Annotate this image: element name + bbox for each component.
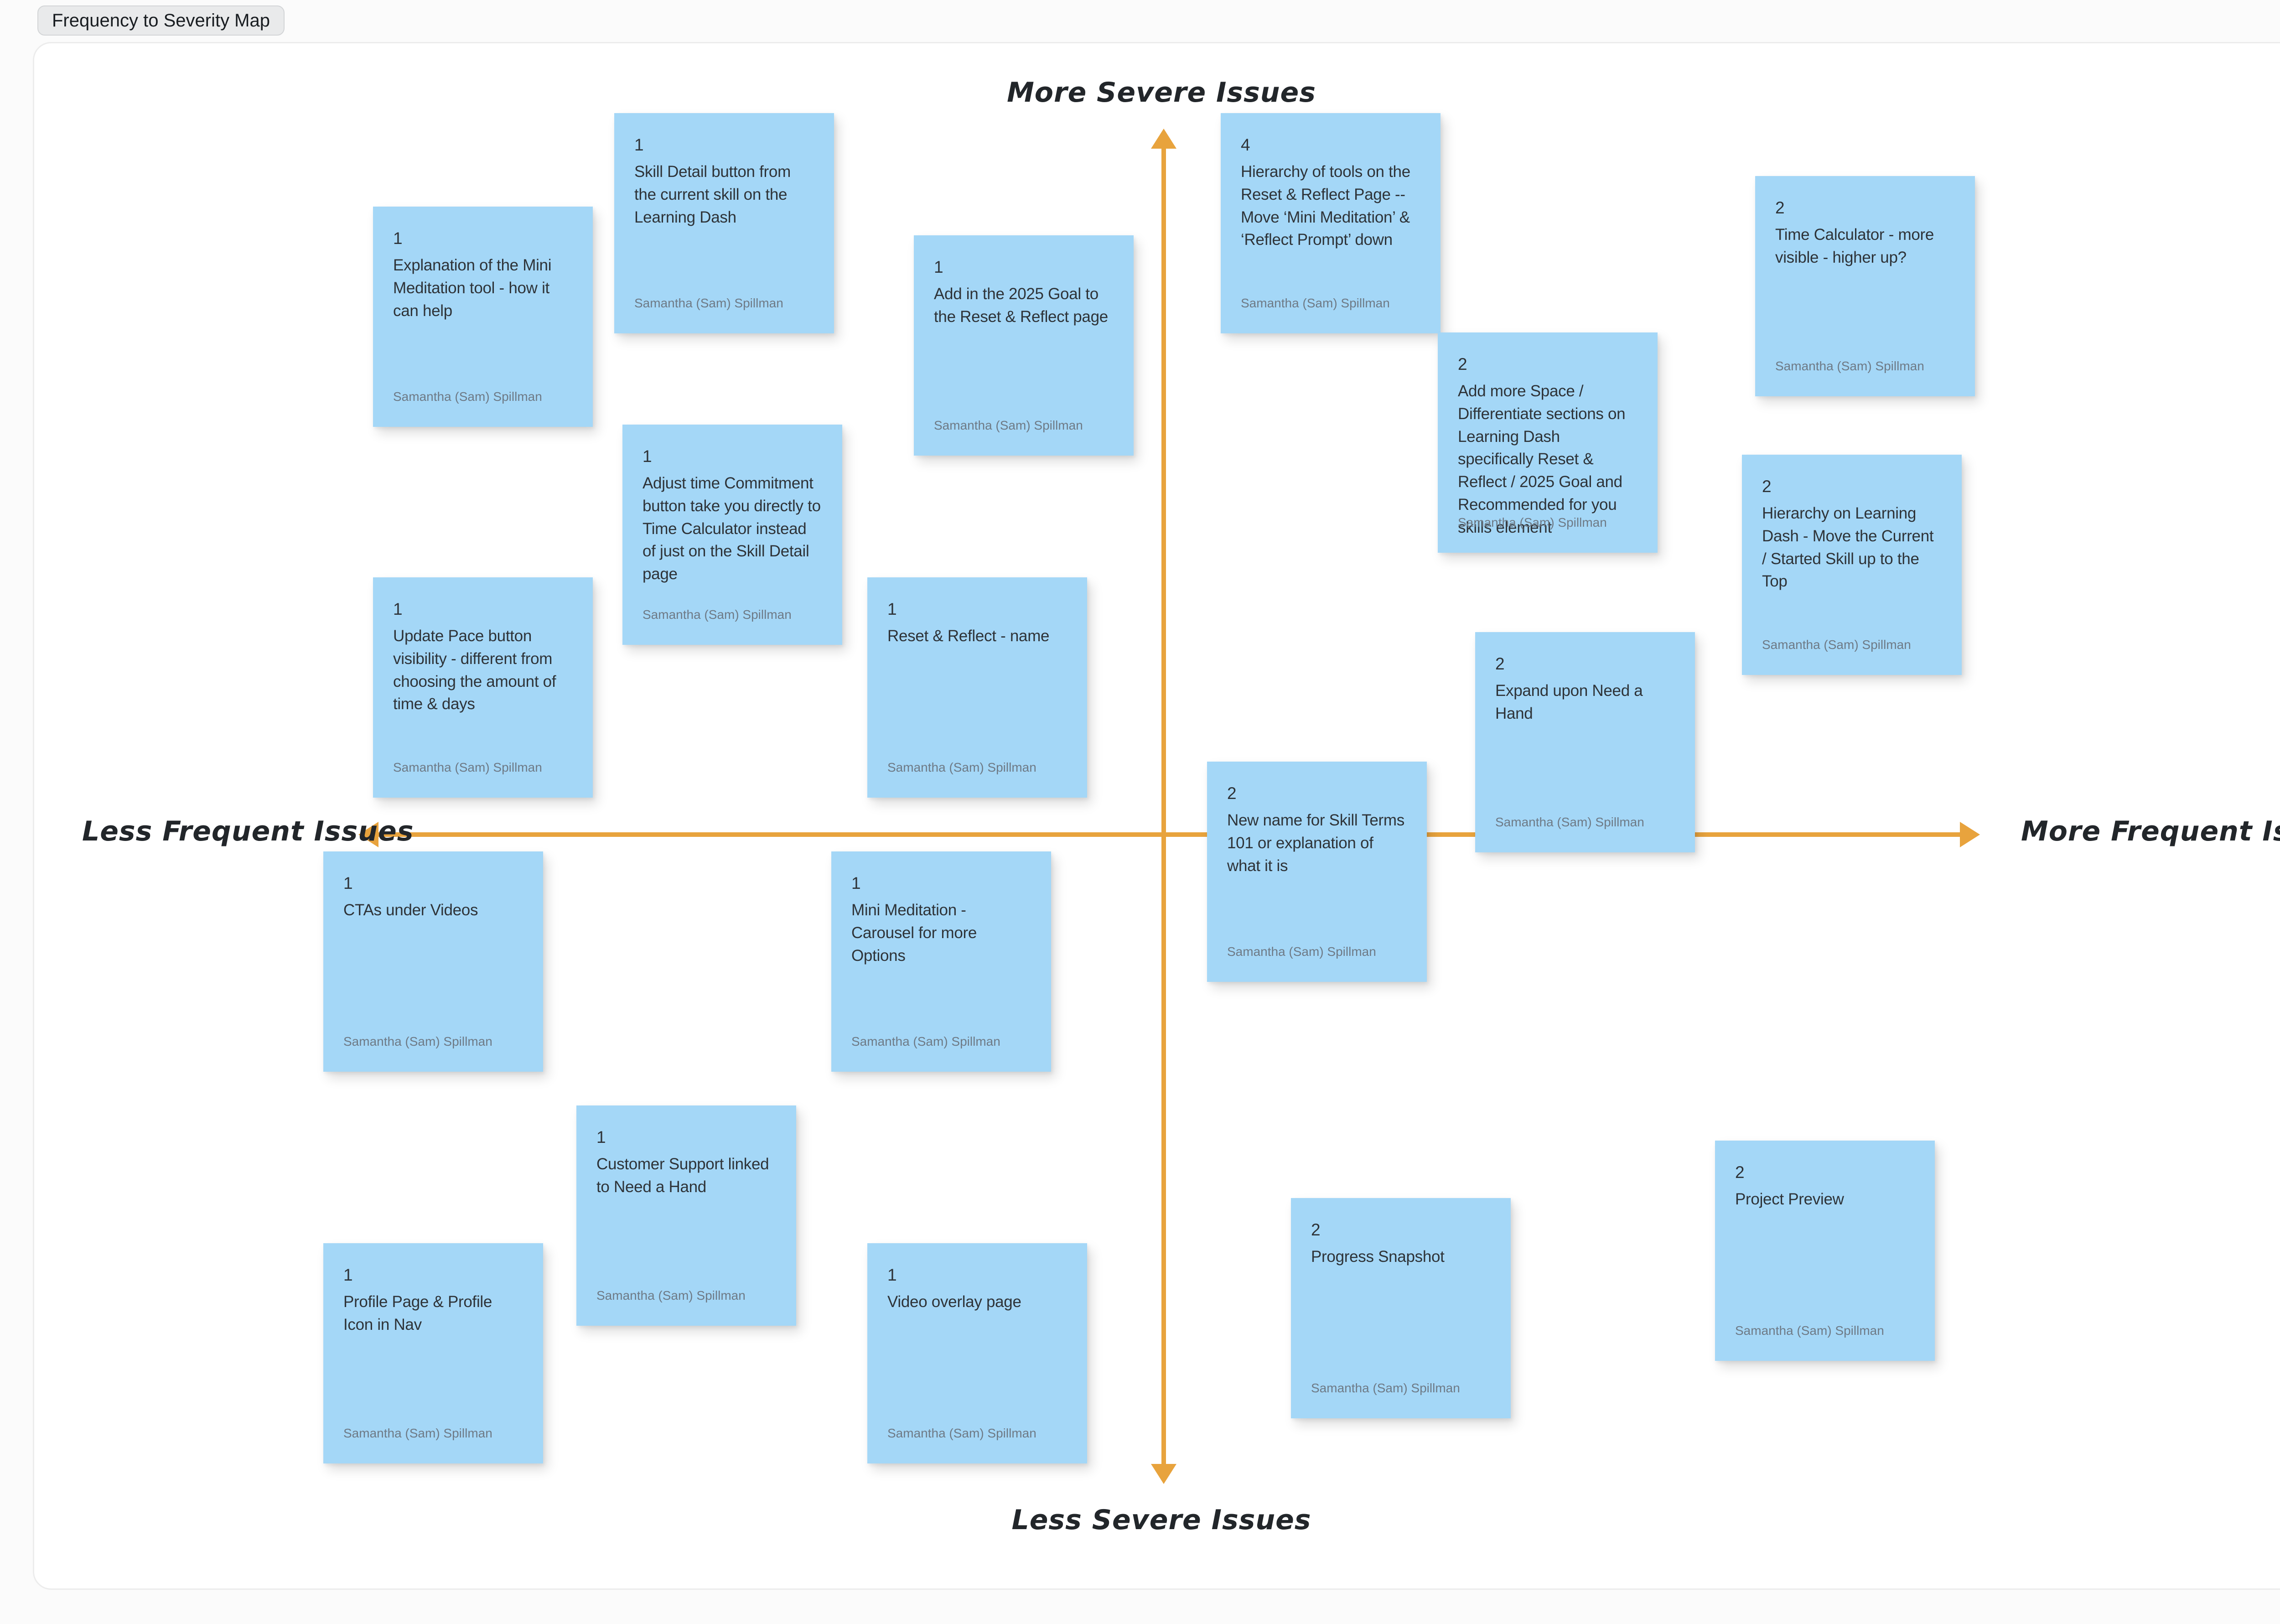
note-vote-count: 2 xyxy=(1311,1220,1321,1239)
note-author: Samantha (Sam) Spillman xyxy=(887,1426,1036,1440)
note-vote-count: 1 xyxy=(851,874,861,892)
note-author: Samantha (Sam) Spillman xyxy=(887,760,1036,774)
severity-axis-line[interactable] xyxy=(1161,145,1166,1468)
note-text: Hierarchy on Learning Dash - Move the Cu… xyxy=(1762,504,1934,591)
note-author: Samantha (Sam) Spillman xyxy=(1495,815,1644,829)
note-text: Progress Snapshot xyxy=(1311,1248,1445,1266)
note-text: Reset & Reflect - name xyxy=(887,627,1050,645)
note-vote-count: 1 xyxy=(393,600,403,618)
note-vote-count: 1 xyxy=(634,135,644,154)
note-vote-count: 2 xyxy=(1775,198,1785,217)
axis-label-less-frequent[interactable]: Less Frequent Issues xyxy=(82,815,414,847)
note-author: Samantha (Sam) Spillman xyxy=(393,760,542,774)
frequency-axis-line[interactable] xyxy=(375,832,1964,837)
note-author: Samantha (Sam) Spillman xyxy=(934,418,1083,432)
note-author: Samantha (Sam) Spillman xyxy=(1311,1381,1460,1395)
axis-label-more-frequent[interactable]: More Frequent Issues xyxy=(2021,815,2280,847)
note-author: Samantha (Sam) Spillman xyxy=(1775,359,1924,373)
note-text: Hierarchy of tools on the Reset & Reflec… xyxy=(1241,163,1410,249)
note-vote-count: 1 xyxy=(596,1128,606,1147)
arrow-right-icon xyxy=(1960,822,1980,847)
note-vote-count: 2 xyxy=(1762,477,1772,496)
note-vote-count: 1 xyxy=(393,229,403,248)
note-text: Add in the 2025 Goal to the Reset & Refl… xyxy=(934,285,1108,326)
note-author: Samantha (Sam) Spillman xyxy=(343,1426,492,1440)
note-vote-count: 1 xyxy=(343,1266,353,1284)
note-text: Project Preview xyxy=(1735,1190,1844,1209)
note-text: Video overlay page xyxy=(887,1293,1021,1311)
note-vote-count: 2 xyxy=(1227,784,1237,803)
note-author: Samantha (Sam) Spillman xyxy=(1458,515,1607,529)
note-vote-count: 1 xyxy=(887,1266,897,1284)
note-text: Skill Detail button from the current ski… xyxy=(634,163,791,226)
arrow-down-icon xyxy=(1151,1464,1176,1484)
section-title-tab[interactable]: Frequency to Severity Map xyxy=(37,5,285,36)
axis-label-more-severe[interactable]: More Severe Issues xyxy=(1007,77,1316,109)
note-author: Samantha (Sam) Spillman xyxy=(634,296,783,310)
note-vote-count: 1 xyxy=(343,874,353,892)
note-author: Samantha (Sam) Spillman xyxy=(343,1034,492,1048)
note-text: CTAs under Videos xyxy=(343,901,478,919)
note-vote-count: 1 xyxy=(643,447,652,466)
note-author: Samantha (Sam) Spillman xyxy=(1241,296,1390,310)
arrow-up-icon xyxy=(1151,129,1176,149)
note-text: Profile Page & Profile Icon in Nav xyxy=(343,1293,492,1334)
note-vote-count: 1 xyxy=(934,258,943,276)
axis-label-less-severe[interactable]: Less Severe Issues xyxy=(1011,1504,1311,1536)
note-text: Add more Space / Differentiate sections … xyxy=(1458,382,1626,536)
note-text: Time Calculator - more visible - higher … xyxy=(1775,226,1934,267)
note-author: Samantha (Sam) Spillman xyxy=(393,389,542,404)
note-text: Update Pace button visibility - differen… xyxy=(393,627,556,713)
note-author: Samantha (Sam) Spillman xyxy=(851,1034,1000,1048)
note-text: Adjust time Commitment button take you d… xyxy=(643,474,821,583)
note-text: Expand upon Need a Hand xyxy=(1495,682,1643,723)
note-text: Explanation of the Mini Meditation tool … xyxy=(393,256,552,320)
note-vote-count: 2 xyxy=(1735,1163,1745,1182)
note-author: Samantha (Sam) Spillman xyxy=(1762,638,1911,652)
note-vote-count: 4 xyxy=(1241,135,1250,154)
note-author: Samantha (Sam) Spillman xyxy=(643,607,792,622)
note-text: Customer Support linked to Need a Hand xyxy=(596,1155,769,1196)
note-vote-count: 2 xyxy=(1495,654,1505,673)
note-text: New name for Skill Terms 101 or explanat… xyxy=(1227,811,1404,875)
note-author: Samantha (Sam) Spillman xyxy=(596,1288,746,1302)
note-vote-count: 1 xyxy=(887,600,897,618)
note-vote-count: 2 xyxy=(1458,355,1467,374)
note-author: Samantha (Sam) Spillman xyxy=(1227,944,1376,959)
arrow-left-icon xyxy=(358,822,378,847)
note-text: Mini Meditation - Carousel for more Opti… xyxy=(851,901,977,965)
note-author: Samantha (Sam) Spillman xyxy=(1735,1323,1884,1338)
